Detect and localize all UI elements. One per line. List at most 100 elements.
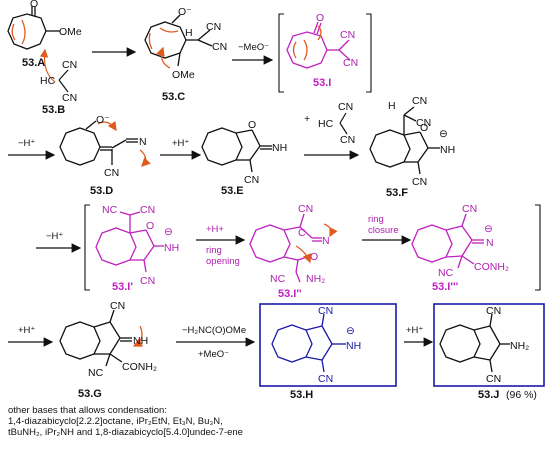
label-plus-MeO: +MeO⁻ (198, 349, 229, 360)
label-CN-53B-bot: CN (62, 92, 77, 104)
label-CN-53Ip-bot: CN (140, 275, 155, 287)
label-minus-53Ip: ⊖ (164, 226, 173, 238)
compound-53F (369, 106, 440, 175)
label-NH-53H: NH (346, 340, 361, 352)
label-NC-53Ipp: NC (270, 273, 286, 285)
compound-label-53D: 53.D (90, 185, 113, 197)
compound-53A (7, 6, 60, 50)
label-CN-53Ipp-top: CN (298, 203, 313, 215)
label-N-53Ipp: N (322, 235, 330, 247)
compound-label-53F: 53.F (386, 187, 408, 199)
label-OMe-53C: OMe (172, 69, 195, 81)
reagent-malononitrile (339, 112, 348, 135)
footnote-line-2: 1,4-diazabicyclo[2.2.2]octane, iPr₂EtN, … (8, 416, 223, 428)
compound-label-53H: 53.H (290, 389, 313, 401)
compound-label-53Ipp: 53.I'' (278, 288, 302, 300)
label-CN-53F-top: CN (412, 95, 427, 107)
label-CN-53C-bot: CN (212, 41, 227, 53)
label-OMe-53A: OMe (59, 26, 82, 38)
compound-label-53E: 53.E (221, 185, 244, 197)
compound-53J (439, 313, 510, 373)
label-CN-53G: CN (110, 300, 125, 312)
label-CN-53I-bot: CN (343, 57, 358, 69)
label-minus-53H: ⊖ (346, 325, 355, 337)
compound-label-53J: 53.J (478, 389, 499, 401)
label-minus-53Ippp: ⊖ (484, 223, 493, 235)
label-CN-reagent-top: CN (338, 101, 353, 113)
compound-53G (59, 309, 144, 367)
label-N-53D: N (139, 136, 147, 148)
label-O-53A: O (30, 0, 38, 10)
compound-label-53C: 53.C (162, 91, 185, 103)
label-minus-53F: ⊖ (439, 128, 448, 140)
footnote-bases: other bases that allows condensation: 1,… (8, 405, 308, 439)
compound-label-53G: 53.G (78, 388, 102, 400)
label-CN-53E: CN (244, 174, 259, 186)
label-O-53Ipp: O (310, 251, 318, 263)
label-O-53I: O (316, 12, 324, 24)
label-ring-closure-2: closure (368, 225, 399, 236)
label-NH2-53J: NH₂ (510, 340, 529, 352)
compound-53B (39, 48, 69, 93)
compound-53D (59, 120, 151, 167)
label-H-53F: H (388, 100, 396, 112)
label-HC-reagent: HC (318, 118, 334, 130)
label-plus-H-2: +H⁺ (18, 325, 35, 336)
compound-label-53I: 53.I (313, 77, 331, 89)
compound-label-53A: 53.A (22, 57, 45, 69)
label-plus-H-alt: +H+ (206, 224, 224, 235)
label-NH-53Ip: NH (164, 242, 179, 254)
compound-53E (201, 127, 272, 173)
label-CN-53Ippp-top: CN (462, 203, 477, 215)
compound-53Ipp (249, 213, 338, 283)
label-CN-53J-top: CN (486, 305, 501, 317)
label-ring-opening-2: opening (206, 256, 240, 267)
label-loss-MeO: −MeO⁻ (238, 42, 269, 53)
label-CN-53Ip-top: CN (140, 204, 155, 216)
label-plus-H-3: +H⁺ (406, 325, 423, 336)
label-CN-53H-top: CN (318, 305, 333, 317)
compound-label-53Ip: 53.I' (112, 281, 133, 293)
label-HC-53B: HC (40, 75, 56, 87)
label-N-53Ippp: N (486, 237, 494, 249)
label-yield: (96 %) (506, 389, 537, 401)
label-CN-53B-top: CN (62, 59, 77, 71)
label-ring-closure-1: ring (368, 214, 384, 225)
label-CN-53D: CN (104, 167, 119, 179)
label-loss-ester: −H₂NC(O)OMe (182, 325, 246, 336)
footnote-line-3: tBuNH₂, iPr₂NH and 1,8-diazabicyclo[5.4.… (8, 427, 243, 439)
label-O-53Ip: O (146, 220, 154, 232)
label-NC-53Ippp: NC (438, 267, 454, 279)
label-NC-53G: NC (88, 367, 104, 379)
label-CN-reagent-bot: CN (340, 134, 355, 146)
label-CN-53H-bot: CN (318, 373, 333, 385)
label-H-53C: H (185, 27, 193, 39)
label-O-53F: O (420, 122, 428, 134)
label-CN-53F-bot: CN (412, 176, 427, 188)
label-C-53Ipp: C (298, 227, 306, 239)
label-O-53E: O (248, 119, 256, 131)
compound-label-53B: 53.B (42, 104, 65, 116)
label-ring-opening-1: ring (206, 245, 222, 256)
bracket-53I-series (84, 204, 541, 291)
label-CN-53C-top: CN (206, 21, 221, 33)
label-CN-53I-top: CN (340, 29, 355, 41)
label-NC-53Ip: NC (102, 204, 118, 216)
label-plus-H-1: +H⁺ (172, 138, 189, 149)
label-minus-H-2: −H⁺ (46, 231, 63, 242)
label-CN-53F-mid: CN (416, 117, 431, 129)
label-CN-53J-bot: CN (486, 373, 501, 385)
label-NH-53E: NH (272, 142, 287, 154)
box-53J (433, 303, 545, 387)
bracket-53I (278, 13, 372, 93)
compound-53C (144, 14, 213, 69)
box-53H (259, 303, 397, 387)
label-NH-53F: NH (440, 144, 455, 156)
label-NH-53G: NH (133, 335, 148, 347)
label-Ominus-53D: O⁻ (96, 114, 110, 126)
compound-53Ip (95, 211, 164, 273)
label-CONH2-53Ippp: CONH₂ (474, 261, 509, 273)
footnote-line-1: other bases that allows condensation: (8, 405, 167, 416)
label-NH2-53Ipp: NH₂ (306, 273, 325, 285)
